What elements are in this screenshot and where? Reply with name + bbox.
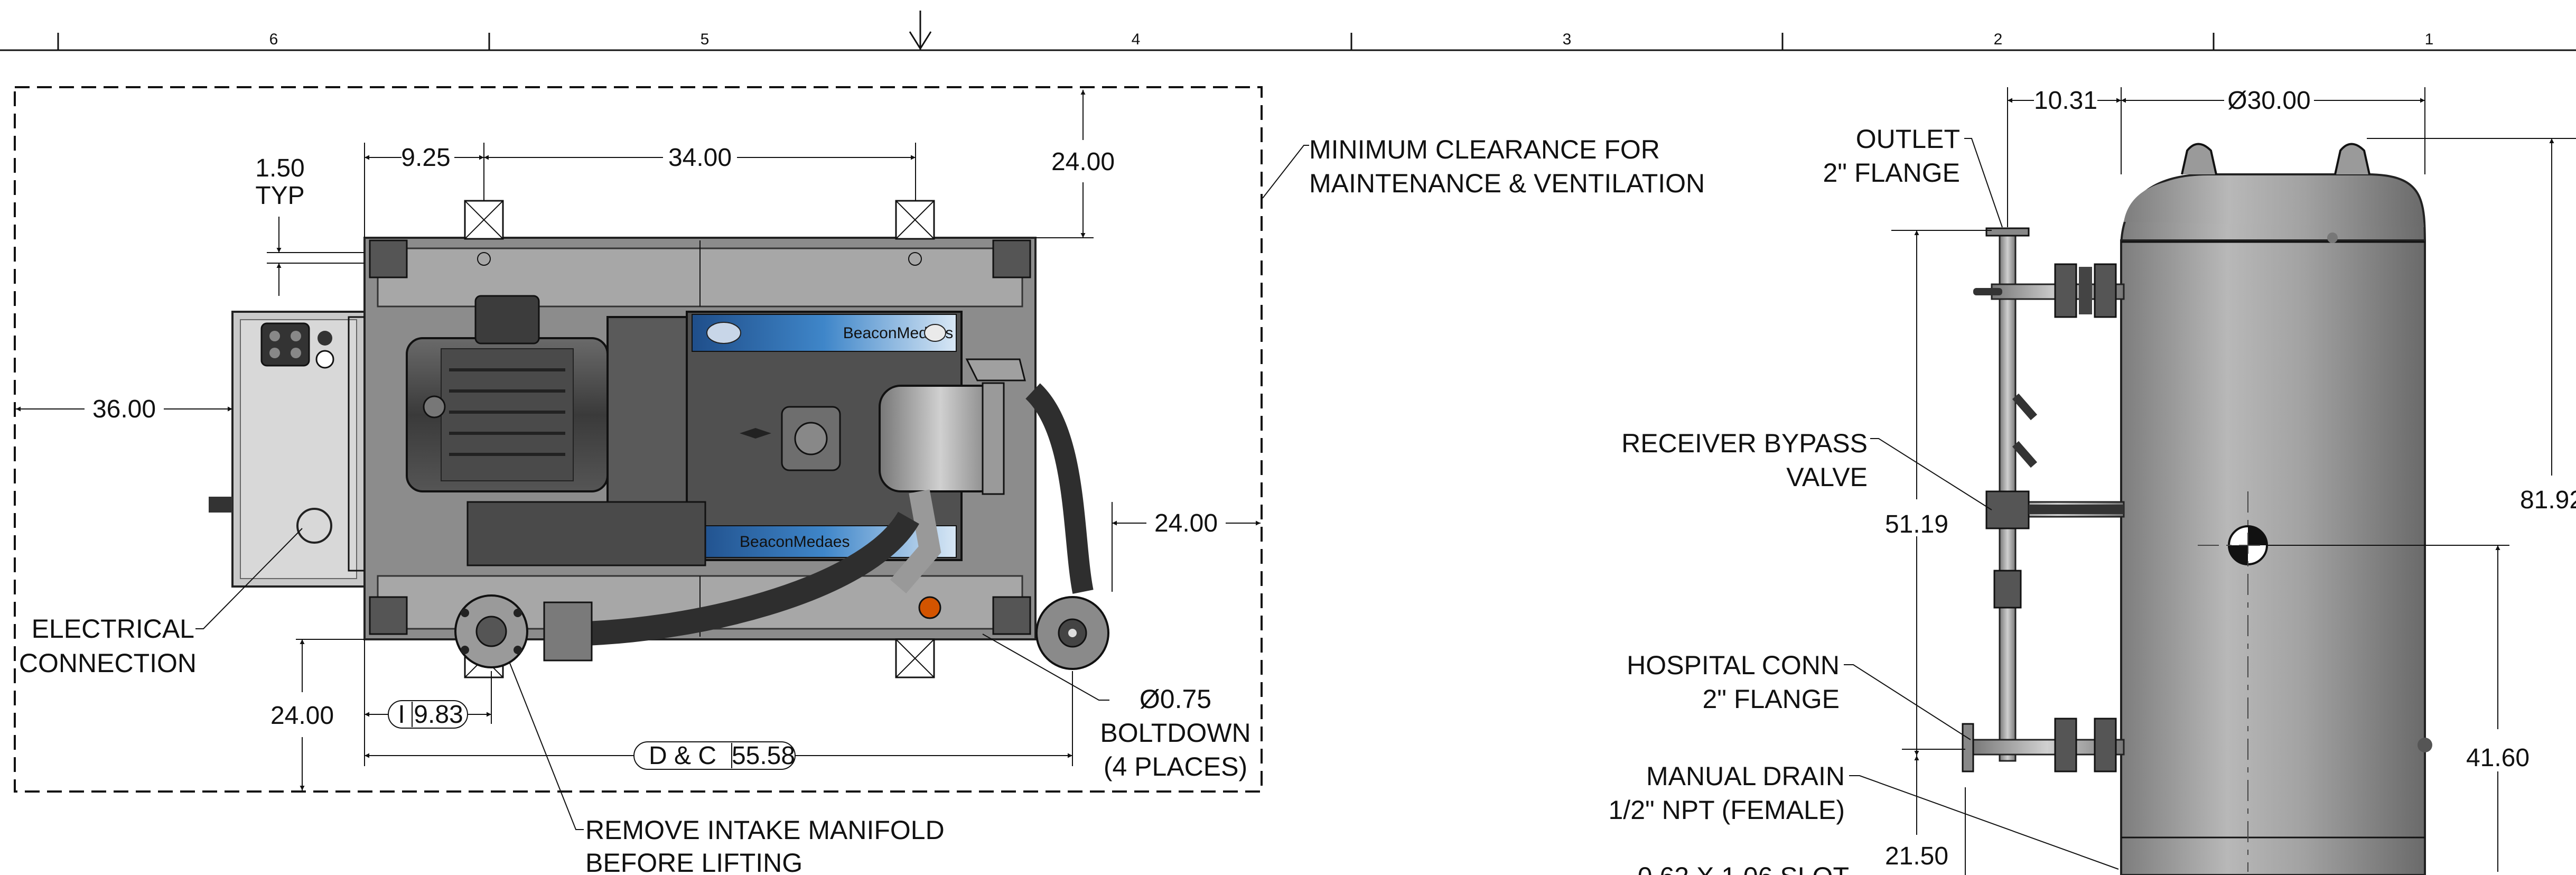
note-boltdown-line-1: Ø0.75 (1140, 684, 1211, 714)
dimension-left-offset: 9.25 34.00 (364, 143, 916, 238)
note-boltdown-line-2: BOLTDOWN (1100, 718, 1250, 748)
note-hospital-line-2: 2" FLANGE (1703, 684, 1840, 714)
note-electrical: ELECTRICAL CONNECTION (19, 528, 303, 678)
height-bypass-value: 51.19 (1885, 510, 1948, 538)
height-drain-value: 21.50 (1885, 842, 1948, 870)
right-clearance-value: 24.00 (1154, 509, 1218, 537)
bottom-clearance-value: 24.00 (270, 702, 334, 730)
dimension-bottom-clearance: 24.00 (270, 639, 365, 790)
note-manifold: REMOVE INTAKE MANIFOLD BEFORE LIFTING (509, 663, 945, 875)
outlet-offset-value: 10.31 (2034, 87, 2097, 115)
note-boltdown: Ø0.75 BOLTDOWN (4 PLACES) (982, 634, 1251, 781)
inlet-offset-value: 9.83 (414, 701, 463, 729)
dimension-typ: 1.50 TYP (255, 154, 365, 296)
bypass-manifold (1962, 227, 2125, 772)
note-clearance-line-2: MAINTENANCE & VENTILATION (1309, 169, 1705, 198)
note-bypass-line-2: VALVE (1786, 462, 1868, 492)
exhaust-flange-icon (1035, 596, 1109, 670)
zone-ruler: 6 5 4 3 2 1 (0, 11, 2576, 51)
note-slot-partial: 0.62 X 1.06 SLOT (1638, 862, 1849, 875)
receiver-tank (2120, 143, 2432, 875)
note-drain: MANUAL DRAIN 1/2" NPT (FEMALE) (1609, 761, 2119, 870)
left-offset-value: 9.25 (401, 144, 450, 172)
note-clearance-line-1: MINIMUM CLEARANCE FOR (1309, 135, 1660, 164)
intake-hose (559, 511, 919, 646)
typ-suffix: TYP (255, 182, 304, 210)
dc-value: 55.58 (732, 742, 795, 770)
plan-view: BeaconMedaes BeaconMedaes (14, 86, 1705, 875)
dimension-height-total: 81.92 (2367, 138, 2576, 514)
dimension-top-clearance: 24.00 (1035, 90, 1115, 238)
note-electrical-line-1: ELECTRICAL (32, 614, 194, 644)
note-clearance: MINIMUM CLEARANCE FOR MAINTENANCE & VENT… (1262, 135, 1705, 199)
motor (406, 295, 609, 492)
side-view: 10.31 Ø30.00 81.92 51.19 41.60 21.5 (1609, 87, 2576, 875)
brand-label-bottom: BeaconMedaes (740, 533, 850, 551)
zone-label-3: 3 (1563, 31, 1572, 48)
height-center-value: 41.60 (2466, 744, 2530, 772)
centering-mark-icon (909, 11, 932, 50)
dimension-inlet-offset: I 9.83 (364, 639, 492, 766)
note-manifold-line-1: REMOVE INTAKE MANIFOLD (585, 815, 945, 845)
note-outlet-line-2: 2" FLANGE (1823, 158, 1961, 188)
dimension-left-clearance: 36.00 (16, 395, 232, 423)
typ-value: 1.50 (255, 154, 304, 182)
dimension-height-drain: 21.50 (1885, 749, 1966, 875)
note-electrical-line-2: CONNECTION (19, 648, 197, 678)
top-clearance-value: 24.00 (1051, 148, 1115, 176)
dimension-height-bypass: 51.19 (1885, 230, 1992, 756)
dimension-right-clearance: 24.00 (1112, 502, 1261, 592)
height-total-value: 81.92 (2520, 486, 2576, 514)
inlet-offset-prefix: I (398, 701, 405, 729)
note-outlet: OUTLET 2" FLANGE (1823, 124, 2003, 228)
diameter-value: Ø30.00 (2227, 87, 2310, 115)
note-manifold-line-2: BEFORE LIFTING (585, 848, 802, 875)
note-boltdown-line-3: (4 PLACES) (1104, 752, 1247, 781)
center-of-gravity-icon (2198, 491, 2494, 872)
zone-label-1: 1 (2425, 31, 2434, 48)
note-hospital-line-1: HOSPITAL CONN (1627, 650, 1840, 680)
left-clearance-value: 36.00 (92, 395, 156, 423)
note-bypass-line-1: RECEIVER BYPASS (1621, 429, 1868, 458)
note-hospital: HOSPITAL CONN 2" FLANGE (1627, 650, 1971, 740)
note-drain-line-1: MANUAL DRAIN (1646, 761, 1845, 791)
note-bypass: RECEIVER BYPASS VALVE (1621, 429, 1992, 510)
clearance-envelope (14, 86, 1263, 793)
dimension-outlet-offset: 10.31 Ø30.00 (2007, 87, 2425, 227)
note-drain-line-2: 1/2" NPT (FEMALE) (1609, 795, 1845, 825)
span-value: 34.00 (668, 144, 732, 172)
intake-flange-icon (454, 594, 593, 668)
dc-prefix: D & C (649, 742, 716, 770)
dimension-height-center: 41.60 (2266, 545, 2530, 872)
zone-label-2: 2 (1994, 31, 2003, 48)
exhaust-filter (879, 358, 1026, 619)
note-outlet-line-1: OUTLET (1856, 124, 1960, 154)
zone-label-5: 5 (701, 31, 710, 48)
dimension-dc: D & C 55.58 (365, 671, 1073, 770)
control-panel (209, 311, 366, 588)
zone-label-6: 6 (269, 31, 278, 48)
zone-label-4: 4 (1132, 31, 1141, 48)
